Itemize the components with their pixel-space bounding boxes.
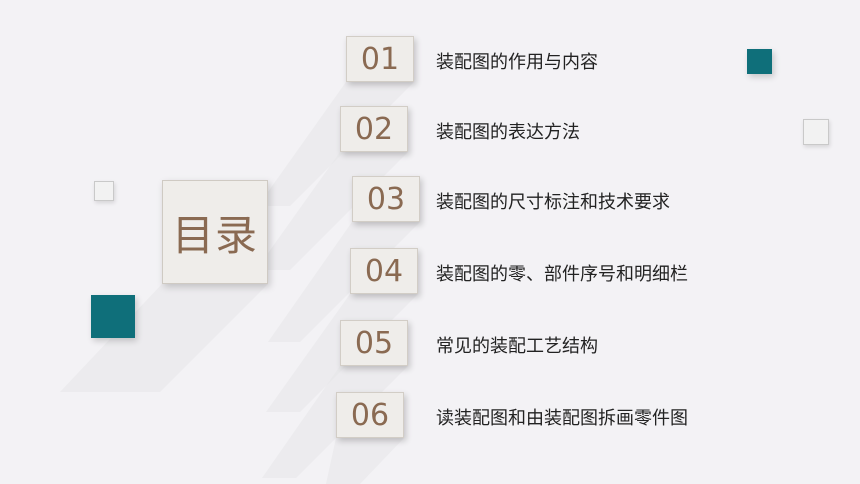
toc-item-6[interactable]: 06 读装配图和由装配图拆画零件图 xyxy=(0,392,860,452)
toc-label: 装配图的表达方法 xyxy=(436,122,580,143)
decor-square-light-right xyxy=(803,119,829,145)
toc-label: 装配图的零、部件序号和明细栏 xyxy=(436,264,688,285)
toc-label: 读装配图和由装配图拆画零件图 xyxy=(436,408,688,429)
decor-square-teal-small xyxy=(747,49,772,74)
toc-title: 目录 xyxy=(162,180,268,284)
toc-item-1[interactable]: 01 装配图的作用与内容 xyxy=(0,36,860,96)
toc-item-3[interactable]: 03 装配图的尺寸标注和技术要求 xyxy=(0,176,860,236)
toc-number: 03 xyxy=(352,176,420,222)
toc-item-5[interactable]: 05 常见的装配工艺结构 xyxy=(0,320,860,380)
toc-label: 常见的装配工艺结构 xyxy=(436,336,598,357)
toc-label: 装配图的尺寸标注和技术要求 xyxy=(436,192,670,213)
toc-number: 05 xyxy=(340,320,408,366)
toc-item-2[interactable]: 02 装配图的表达方法 xyxy=(0,106,860,166)
toc-number: 02 xyxy=(340,106,408,152)
toc-number: 01 xyxy=(346,36,414,82)
toc-label: 装配图的作用与内容 xyxy=(436,52,598,73)
decor-square-light-small xyxy=(94,181,114,201)
toc-number: 04 xyxy=(350,248,418,294)
toc-number: 06 xyxy=(336,392,404,438)
toc-item-4[interactable]: 04 装配图的零、部件序号和明细栏 xyxy=(0,248,860,308)
decor-square-teal-large xyxy=(91,295,135,338)
